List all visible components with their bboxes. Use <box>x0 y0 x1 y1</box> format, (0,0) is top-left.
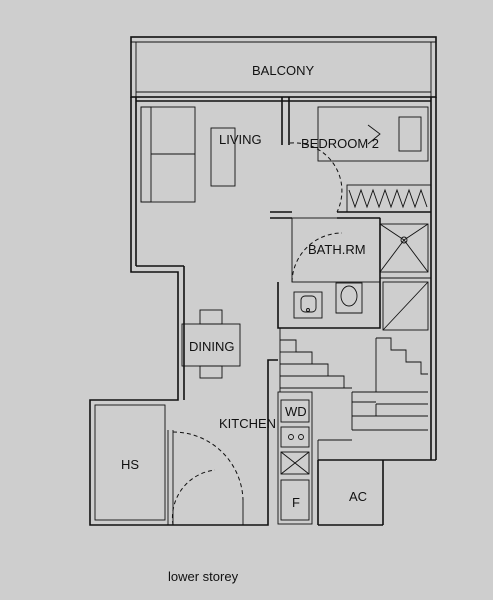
bedroom-walls <box>136 97 431 219</box>
outer-walls <box>89 97 437 526</box>
living-label: LIVING <box>219 132 262 147</box>
dining-table <box>181 309 241 379</box>
kitchen-counter <box>277 391 313 525</box>
dining-label: DINING <box>189 339 235 354</box>
coffee-table <box>210 127 236 187</box>
f-label: F <box>292 495 300 510</box>
balcony-label: BALCONY <box>252 63 314 78</box>
bathroom-label: BATH.RM <box>308 242 366 257</box>
wardrobe <box>346 184 432 213</box>
hs-room <box>94 404 166 521</box>
hs-label: HS <box>121 457 139 472</box>
wd-label: WD <box>285 404 307 419</box>
bed <box>317 106 429 162</box>
floor-caption: lower storey <box>168 569 239 584</box>
entrance-door <box>167 430 244 526</box>
balcony-area <box>130 36 437 98</box>
bedroom-door <box>289 142 343 213</box>
ac-label: AC <box>349 489 367 504</box>
bathroom <box>277 217 431 329</box>
sofa <box>140 106 196 203</box>
bedroom2-label: BEDROOM 2 <box>301 136 379 151</box>
staircase <box>279 281 429 460</box>
kitchen-label: KITCHEN <box>219 416 276 431</box>
